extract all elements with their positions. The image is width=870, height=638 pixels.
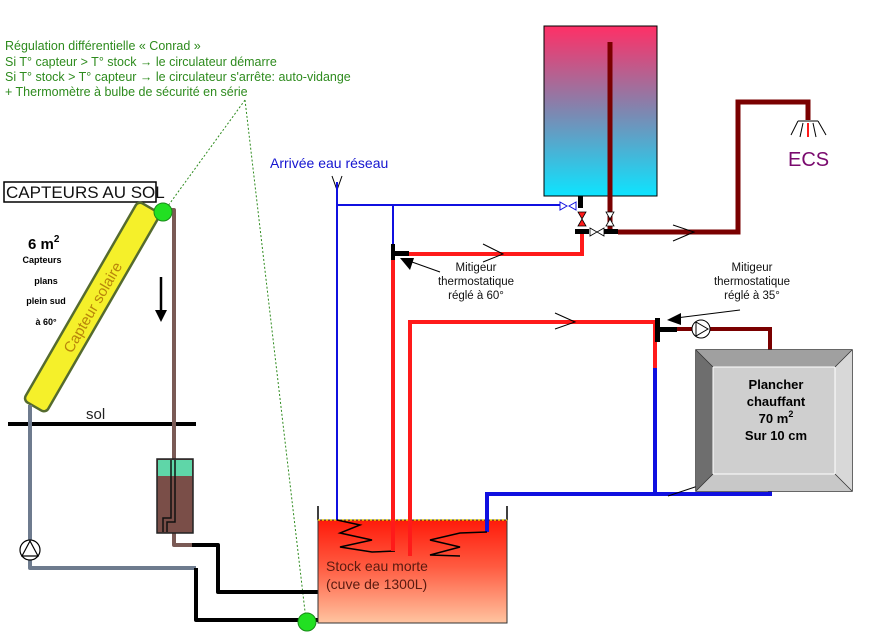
dhw-coil <box>336 519 396 553</box>
mixer-60-line-3: réglé à 60° <box>448 290 504 302</box>
ecs-label: ECS <box>788 149 829 171</box>
floor-heating-surface <box>712 366 836 475</box>
collector-desc-3: plein sud <box>26 296 66 306</box>
hot-to-boiler-pipe <box>391 232 584 551</box>
collector-sensor <box>153 202 173 222</box>
collector-desc-4: à 60° <box>35 317 57 327</box>
floor-heating: Plancher chauffant 70 m2 Sur 10 cm <box>695 349 853 492</box>
water-inlet-label: Arrivée eau réseau <box>270 155 388 171</box>
mixer-35-line-1: Mitigeur <box>732 262 773 274</box>
mixer-35-line-2: thermostatique <box>714 276 790 288</box>
valve-icon <box>589 227 598 237</box>
valve-icon <box>577 211 587 220</box>
shower-head-icon <box>790 120 827 138</box>
floor-label-1: Plancher <box>749 377 804 392</box>
pointer-arrow-icon <box>667 313 681 325</box>
mixer-35-line-3: réglé à 35° <box>724 290 780 302</box>
mixer-35-valve: Mitigeur thermostatique réglé à 35° <box>655 262 790 342</box>
regulation-line-2: Si T° capteur > T° stock → le circulateu… <box>5 55 277 69</box>
sensor-wire-collector <box>164 99 246 211</box>
floor-label-4: Sur 10 cm <box>745 428 807 443</box>
solar-panel: Capteur solaire <box>23 201 161 413</box>
drainback-vessel <box>156 458 194 534</box>
tank-label-1: Stock eau morte <box>326 558 428 574</box>
flow-arrow-down-icon <box>155 277 167 322</box>
cold-water-network: Arrivée eau réseau <box>270 155 772 557</box>
regulation-line-4: + Thermomètre à bulbe de sécurité en sér… <box>5 85 248 99</box>
storage-tank-body <box>317 519 508 624</box>
flow-arrow-icon <box>672 224 696 242</box>
valve-icon <box>559 201 569 211</box>
collector-desc-1: Capteurs <box>22 255 61 265</box>
regulation-line-1: Régulation différentielle « Conrad » <box>5 39 201 53</box>
flow-arrow-icon <box>482 243 505 263</box>
ground-label: sol <box>86 406 105 423</box>
hot-water-network <box>391 232 657 556</box>
floor-label-2: chauffant <box>747 394 806 409</box>
collector-title-box <box>3 181 157 203</box>
floor-label-3: 70 m2 <box>759 409 794 426</box>
mixer-60-valve: Mitigeur thermostatique réglé à 60° <box>391 244 514 302</box>
coil-return-pipe <box>192 543 410 594</box>
heating-coil <box>429 531 488 557</box>
dhw-supply-pipe <box>618 99 811 235</box>
valve-icon <box>605 211 615 220</box>
regulation-line-3: Si T° stock > T° capteur → le circulateu… <box>5 70 351 84</box>
solar-panel-body <box>23 201 161 413</box>
mixer-60-line-1: Mitigeur <box>456 262 497 274</box>
mixer-60-line-2: thermostatique <box>438 276 514 288</box>
sensor-wire-tank <box>244 99 307 621</box>
sensor-wires <box>164 99 307 621</box>
tank-sensor <box>297 612 317 632</box>
dhw-boiler <box>543 25 811 242</box>
collector-supply-pipe <box>28 405 196 570</box>
floor-pump-icon <box>691 319 711 339</box>
collector-title: CAPTEURS AU SOL <box>6 183 165 202</box>
pointer-arrow-icon <box>400 258 414 270</box>
floor-supply-pipe <box>677 327 772 350</box>
flow-arrow-icon <box>554 312 577 330</box>
dhw-boiler-body <box>543 25 658 197</box>
hot-to-floor-pipe <box>408 320 657 556</box>
collector-desc-2: plans <box>34 276 58 286</box>
tank-label-2: (cuve de 1300L) <box>326 576 427 592</box>
solar-pump-icon <box>19 539 41 561</box>
collector-area: 6 m2 <box>28 234 60 253</box>
solar-panel-label: Capteur solaire <box>61 259 127 356</box>
storage-tank: Stock eau morte (cuve de 1300L) <box>317 506 508 624</box>
regulation-note: Régulation différentielle « Conrad » Si … <box>5 39 351 99</box>
